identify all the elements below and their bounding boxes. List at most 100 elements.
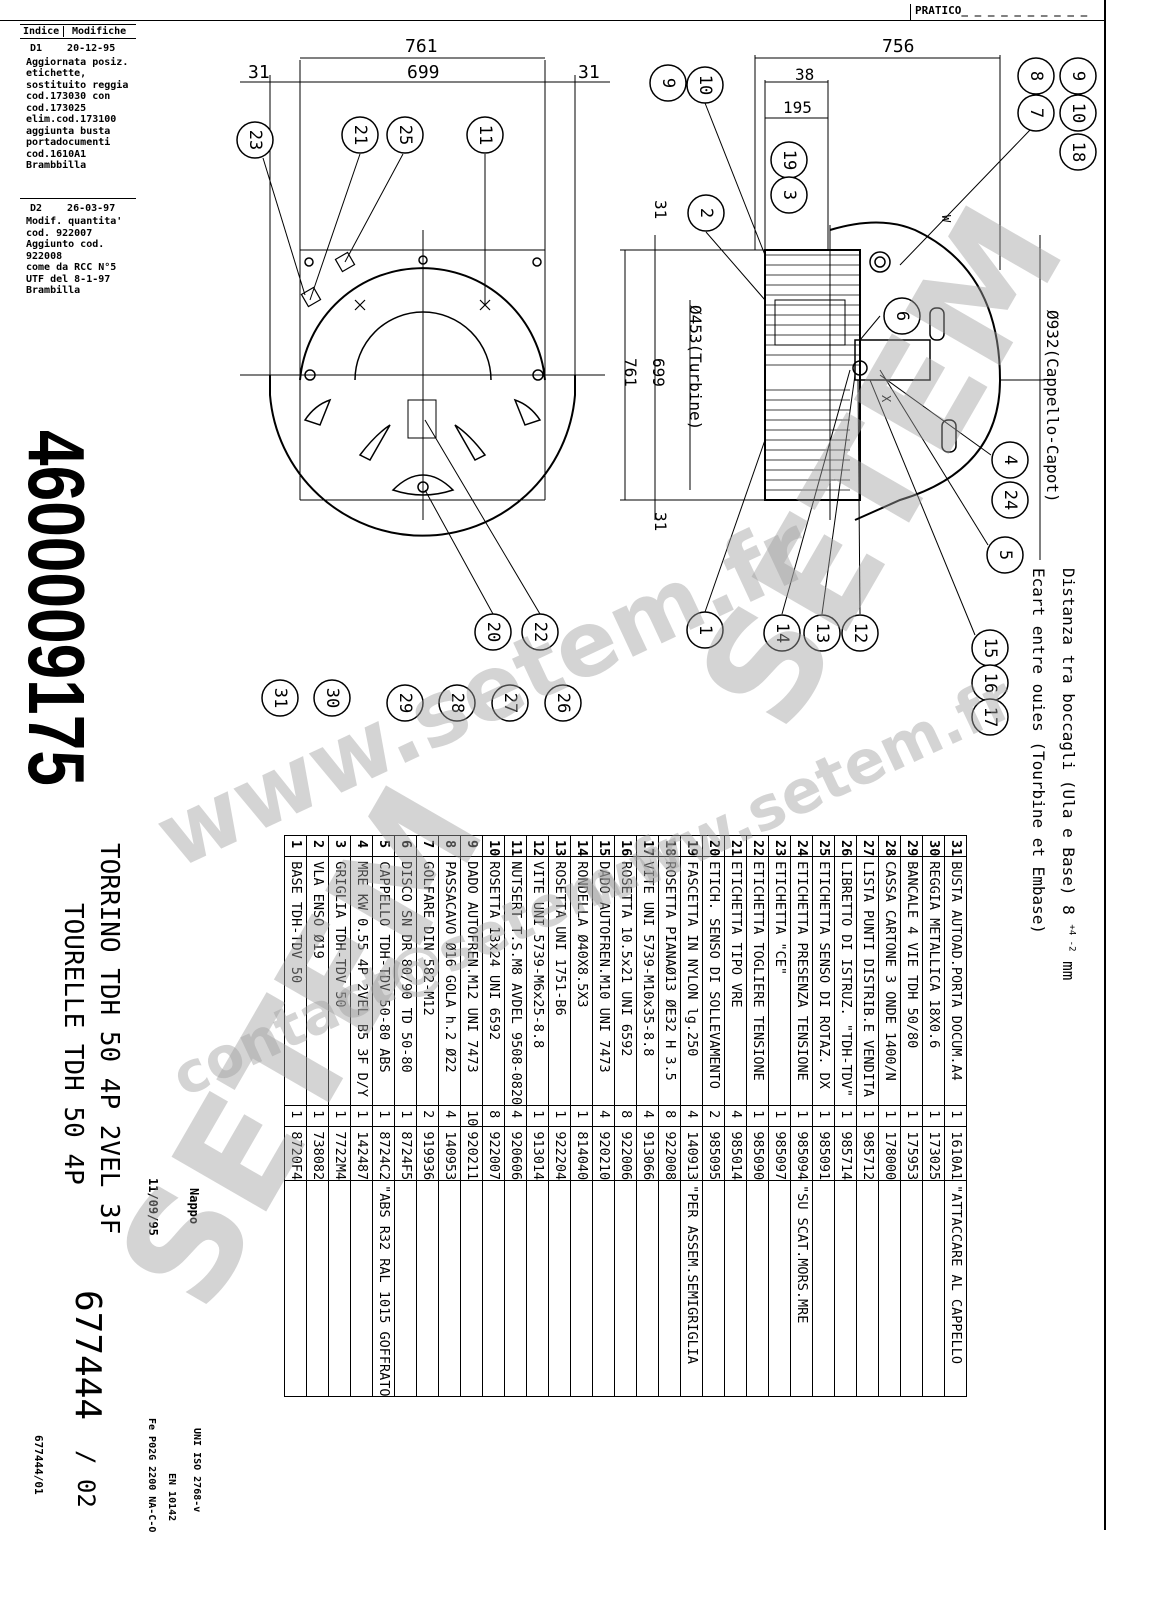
balloon-circle bbox=[991, 481, 1029, 519]
item-description: VITE UNI 5739-M6x25-8.8 bbox=[526, 856, 549, 1106]
item-number: 1 bbox=[284, 835, 307, 857]
balloon-circle bbox=[971, 698, 1009, 736]
item-quantity: 1 bbox=[526, 1105, 549, 1127]
balloon-label: 28 bbox=[447, 693, 467, 713]
item-note bbox=[350, 1180, 373, 1397]
item-code: 919936 bbox=[416, 1126, 439, 1181]
item-note bbox=[636, 1180, 659, 1397]
title-french: TOURELLE TDH 50 4P bbox=[58, 903, 88, 1185]
item-description: DADO AUTOFREN.M10 UNI 7473 bbox=[592, 856, 615, 1106]
dim-756: 756 bbox=[882, 36, 915, 57]
balloon-29: 29 bbox=[386, 684, 424, 722]
item-quantity: 1 bbox=[900, 1105, 923, 1127]
item-number: 6 bbox=[394, 835, 417, 857]
item-description: LISTA PUNTI DISTRIB.E VENDITA bbox=[856, 856, 879, 1106]
balloon-25: 25 bbox=[386, 116, 424, 154]
balloon-label: 4 bbox=[1000, 455, 1020, 465]
item-code: 1610A1 bbox=[944, 1126, 967, 1181]
dim-699-top: 699 bbox=[407, 62, 440, 83]
sheet-number: / 02 bbox=[72, 1450, 100, 1508]
revision-text: Modif. quantita' cod. 922007 Aggiunto co… bbox=[26, 216, 123, 296]
side-view: 756 38 195 W X bbox=[620, 36, 1045, 636]
balloon-7: 7 bbox=[1017, 94, 1055, 132]
balloon-circle bbox=[1017, 94, 1055, 132]
item-code: 922204 bbox=[548, 1126, 571, 1181]
item-number: 4 bbox=[350, 835, 373, 857]
balloon-label: 11 bbox=[475, 125, 495, 145]
item-note bbox=[768, 1180, 791, 1397]
item-note bbox=[394, 1180, 417, 1397]
item-note bbox=[592, 1180, 615, 1397]
item-code: 142487 bbox=[350, 1126, 373, 1181]
item-description: GOLFARE DIN 582-M12 bbox=[416, 856, 439, 1106]
balloon-label: 6 bbox=[892, 311, 912, 321]
item-number: 26 bbox=[834, 835, 857, 857]
note-distance-it: Distanza tra boccagli (Ula e Base) 8 +4 … bbox=[1059, 568, 1078, 980]
item-quantity: 1 bbox=[878, 1105, 901, 1127]
balloon-9: 9 bbox=[649, 64, 687, 102]
item-code: 985091 bbox=[812, 1126, 835, 1181]
balloon-label: 15 bbox=[980, 638, 1000, 658]
balloon-label: 12 bbox=[850, 623, 870, 643]
item-quantity: 4 bbox=[592, 1105, 615, 1127]
item-number: 28 bbox=[878, 835, 901, 857]
top-frame-bar bbox=[0, 0, 1105, 21]
item-number: 23 bbox=[768, 835, 791, 857]
item-description: LIBRETTO DI ISTRUZ. "TDH-TDV" bbox=[834, 856, 857, 1106]
balloon-label: 24 bbox=[1000, 490, 1020, 510]
balloon-30: 30 bbox=[313, 679, 351, 717]
balloon-circle bbox=[1059, 94, 1097, 132]
balloon-label: 2 bbox=[696, 208, 716, 218]
balloon-circle bbox=[649, 64, 687, 102]
item-code: 985014 bbox=[724, 1126, 747, 1181]
material: Fe P02G 2200 NA-C-O bbox=[146, 1418, 157, 1533]
item-description: CAPPELLO TDH-TDV 50-80 ABS bbox=[372, 856, 395, 1106]
item-number: 27 bbox=[856, 835, 879, 857]
item-note bbox=[724, 1180, 747, 1397]
changes-header: Modifiche bbox=[72, 25, 127, 37]
item-code: 922006 bbox=[614, 1126, 637, 1181]
balloon-label: 23 bbox=[245, 130, 265, 150]
item-note bbox=[526, 1180, 549, 1397]
revision-index: D1 bbox=[30, 43, 43, 54]
balloon-label: 17 bbox=[980, 707, 1000, 727]
item-description: REGGIA METALLICA 18X0.6 bbox=[922, 856, 945, 1106]
item-note bbox=[548, 1180, 571, 1397]
item-code: 920211 bbox=[460, 1126, 483, 1181]
balloon-13: 13 bbox=[803, 614, 841, 652]
item-number: 12 bbox=[526, 835, 549, 857]
item-number: 29 bbox=[900, 835, 923, 857]
item-quantity: 1 bbox=[944, 1105, 967, 1127]
balloon-circle bbox=[686, 66, 724, 104]
item-quantity: 4 bbox=[636, 1105, 659, 1127]
balloon-label: 30 bbox=[322, 688, 342, 708]
item-note bbox=[856, 1180, 879, 1397]
balloon-label: 7 bbox=[1026, 108, 1046, 118]
item-description: ETICHETTA TOGLIERE TENSIONE bbox=[746, 856, 769, 1106]
balloon-label: 21 bbox=[350, 125, 370, 145]
item-description: DISCO SN DR 80/90 TD 50-80 bbox=[394, 856, 417, 1106]
item-quantity: 4 bbox=[724, 1105, 747, 1127]
balloon-circle bbox=[687, 194, 725, 232]
item-code: 913014 bbox=[526, 1126, 549, 1181]
material-standard: EN 10142 bbox=[166, 1473, 177, 1522]
item-code: 985095 bbox=[702, 1126, 725, 1181]
item-description: ROSETTA PIANAØ13 ØE32 H 3.5 bbox=[658, 856, 681, 1106]
balloon-28: 28 bbox=[438, 684, 476, 722]
item-code: 140913 bbox=[680, 1126, 703, 1181]
balloon-label: 22 bbox=[530, 622, 550, 642]
dim-turbine-diameter: Ø453(Turbine) bbox=[686, 305, 705, 431]
item-note bbox=[284, 1180, 307, 1397]
